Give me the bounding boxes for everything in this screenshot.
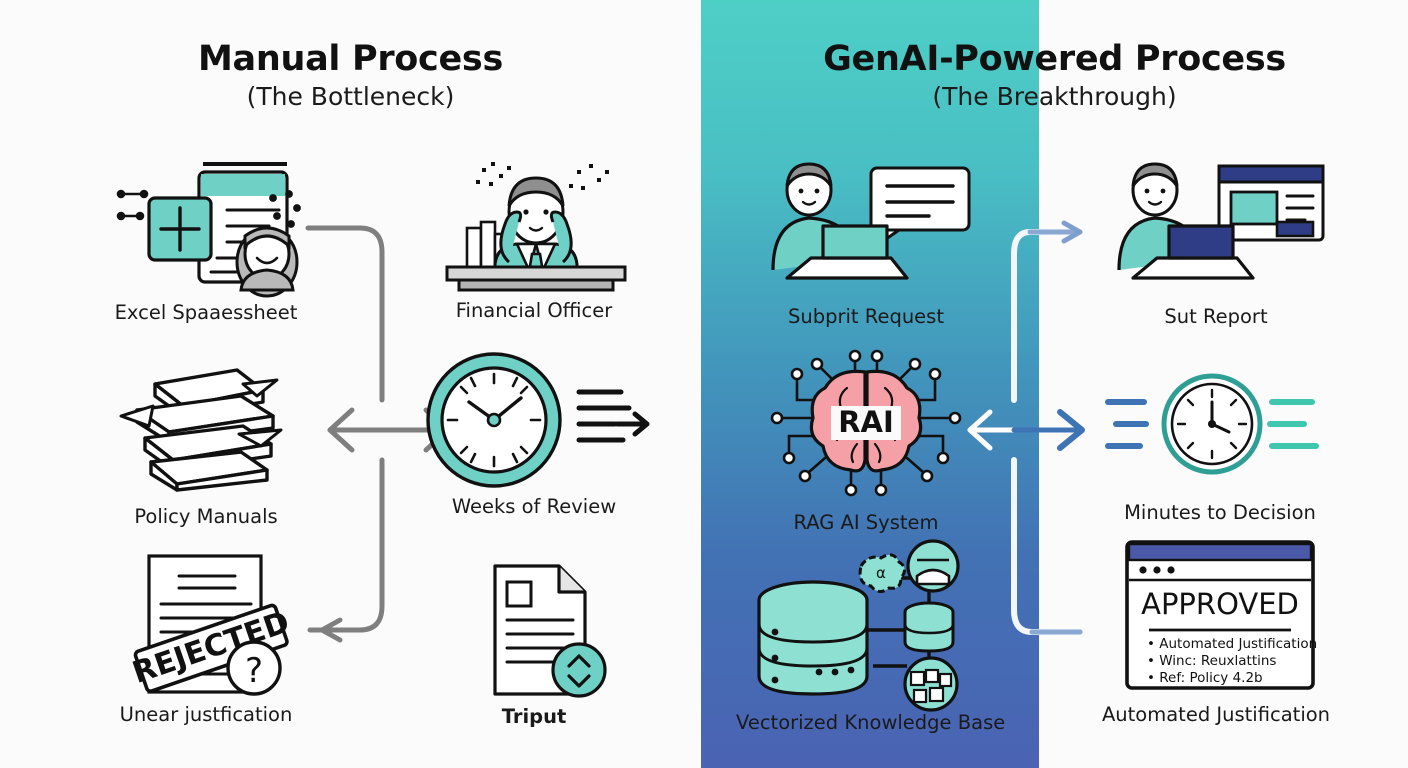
approved-status-text: APPROVED <box>1141 587 1299 621</box>
clock-motion-icon <box>426 352 650 488</box>
person-laptop-dashboard-icon <box>1117 162 1325 280</box>
cell-financial-officer: Financial Officer <box>404 150 664 322</box>
label-unclear-justification: Unear justfication <box>119 703 293 726</box>
cell-excel-spreadsheet: Excel Spaaessheet <box>76 150 336 324</box>
paper-stack-icon <box>119 368 283 492</box>
left-panel-title: Manual Process <box>198 39 503 79</box>
cell-policy-manuals: Policy Manuals <box>76 350 336 528</box>
label-rag-ai-system: RAG AI System <box>793 511 939 534</box>
label-instant-report: Sut Report <box>1164 305 1268 328</box>
person-laptop-chat-icon <box>771 162 971 280</box>
stressed-officer-icon <box>445 162 627 292</box>
approved-bullet-3: • Ref: Policy 4.2b <box>1147 670 1263 686</box>
label-submit-request: Subprit Request <box>788 305 944 328</box>
brain-label-text: RAI <box>838 405 894 439</box>
question-mark-glyph: ? <box>245 651 263 691</box>
rejected-document-icon: REJECTED ? <box>128 554 294 696</box>
fast-clock-icon <box>1105 373 1319 475</box>
label-triput: Triput <box>501 705 567 728</box>
database-network-icon: α <box>757 539 960 712</box>
cell-weeks-of-review: Weeks of Review <box>404 350 664 518</box>
cell-rag-ai-system: RAI RAG AI System <box>736 348 996 534</box>
label-minutes-to-decision: Minutes to Decision <box>1124 501 1316 524</box>
approved-bullet-2: • Winc: Reuxlattins <box>1147 653 1276 669</box>
cell-triput: Triput <box>404 560 664 728</box>
left-panel-heading: Manual Process (The Bottleneck) <box>0 39 701 111</box>
label-financial-officer: Financial Officer <box>455 299 613 322</box>
right-panel-title: GenAI-Powered Process <box>823 39 1286 79</box>
label-automated-justification: Automated Justification <box>1101 703 1331 726</box>
spreadsheet-person-icon <box>116 162 301 298</box>
approved-bullet-1: • Automated Justification <box>1147 636 1317 652</box>
cell-automated-justification: APPROVED • Automated Justification • Win… <box>1086 538 1346 726</box>
cell-minutes-to-decision: Minutes to Decision <box>1090 368 1350 524</box>
document-updown-icon <box>493 564 607 698</box>
svg-text:α: α <box>876 564 886 582</box>
label-weeks-of-review: Weeks of Review <box>451 495 617 518</box>
approved-window-icon: APPROVED • Automated Justification • Win… <box>1125 540 1317 690</box>
right-process-connector <box>967 220 1085 635</box>
label-vectorized-knowledge-base: Vectorized Knowledge Base <box>736 711 1006 734</box>
left-panel-subtitle: (The Bottleneck) <box>246 82 455 111</box>
cell-unclear-justification: REJECTED ? Unear justfication <box>76 548 336 726</box>
right-panel-heading: GenAI-Powered Process (The Breakthrough) <box>701 39 1408 111</box>
cell-instant-report: Sut Report <box>1086 160 1346 328</box>
right-panel-subtitle: (The Breakthrough) <box>932 82 1177 111</box>
label-policy-manuals: Policy Manuals <box>134 505 278 528</box>
cell-vectorized-knowledge-base: α Vectorized Knowledge Base <box>736 539 1006 734</box>
circuit-brain-icon: RAI <box>770 349 962 497</box>
cell-submit-request: Subprit Request <box>736 160 996 328</box>
label-excel-spreadsheet: Excel Spaaessheet <box>114 301 298 324</box>
